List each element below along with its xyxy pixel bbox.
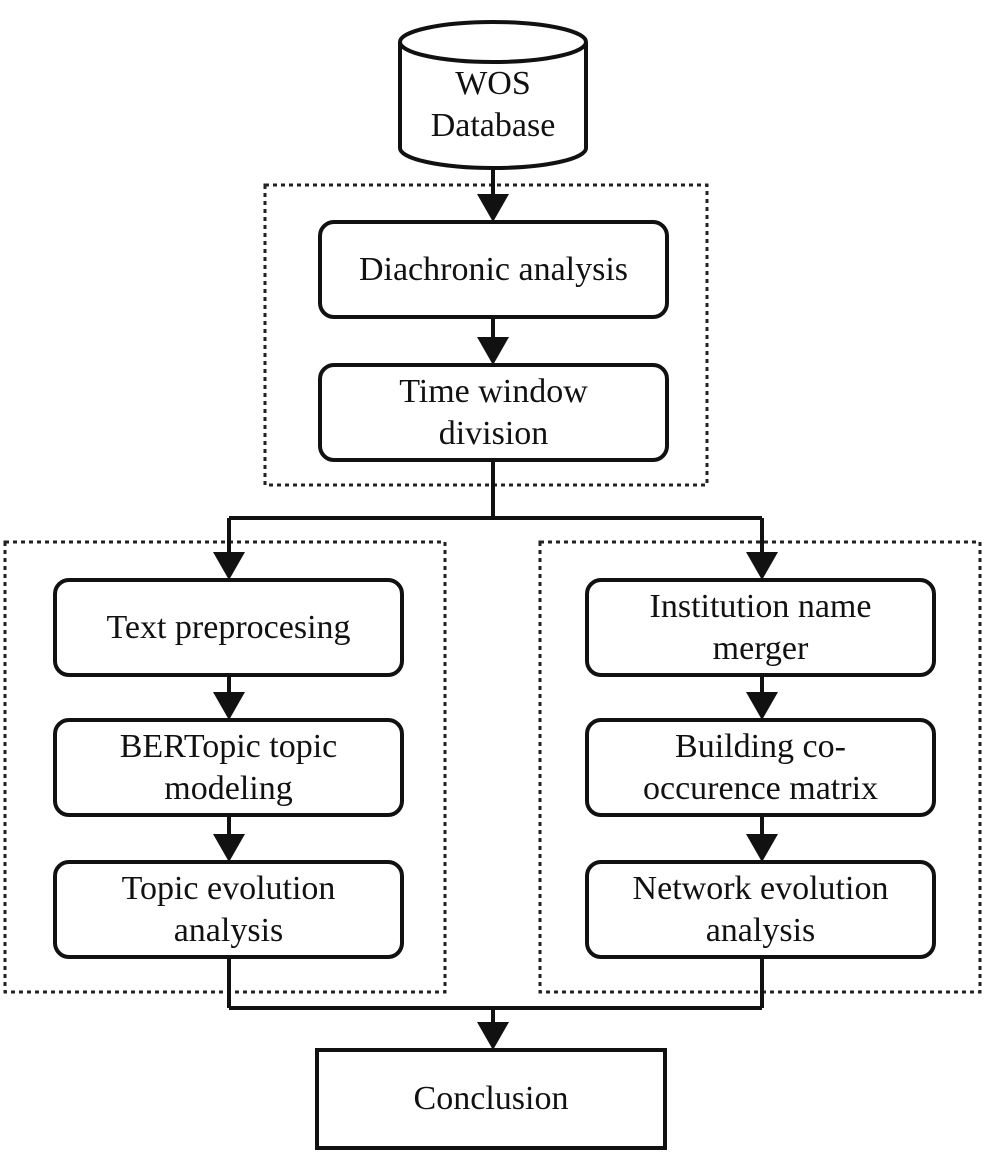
conclusion-label: Conclusion [317,1050,665,1148]
topic-evolution-label: Topic evolution analysis [55,862,402,957]
time-window-label: Time window division [320,365,667,460]
conclusion-text: Conclusion [413,1080,569,1117]
cooccurrence-label: Building co- occurence matrix [587,720,934,815]
network-evolution-line2: analysis [705,911,816,949]
database-label-line2: Database [430,107,556,144]
database-label-line1: WOS [455,65,531,102]
topic-evolution-line2: analysis [173,911,284,949]
network-evolution-line1: Network evolution [632,869,889,907]
topic-evolution-line1: Topic evolution [121,869,336,907]
network-evolution-label: Network evolution analysis [587,862,934,957]
text-preprocessing-label: Text preprocesing [55,580,402,675]
time-window-line1: Time window [399,372,588,410]
institution-merger-label: Institution name merger [587,580,934,675]
institution-line1: Institution name [649,587,872,625]
preprocessing-group-frame [263,183,709,487]
cooccurrence-line1: Building co- [675,727,846,765]
time-window-line2: division [438,414,549,452]
conclusion-box [315,1048,667,1150]
database-label: WOS Database [400,60,586,150]
bertopic-label: BERTopic topic modeling [55,720,402,815]
topic-group-frame [3,540,447,994]
diachronic-analysis-text: Diachronic analysis [358,250,629,288]
bertopic-line2: modeling [164,769,293,807]
diachronic-analysis-label: Diachronic analysis [320,222,667,317]
cooccurrence-line2: occurence matrix [642,769,879,807]
institution-line2: merger [712,629,809,667]
text-preprocessing-text: Text preprocesing [106,608,351,646]
bertopic-line1: BERTopic topic [119,727,338,765]
database-cylinder [398,20,588,170]
